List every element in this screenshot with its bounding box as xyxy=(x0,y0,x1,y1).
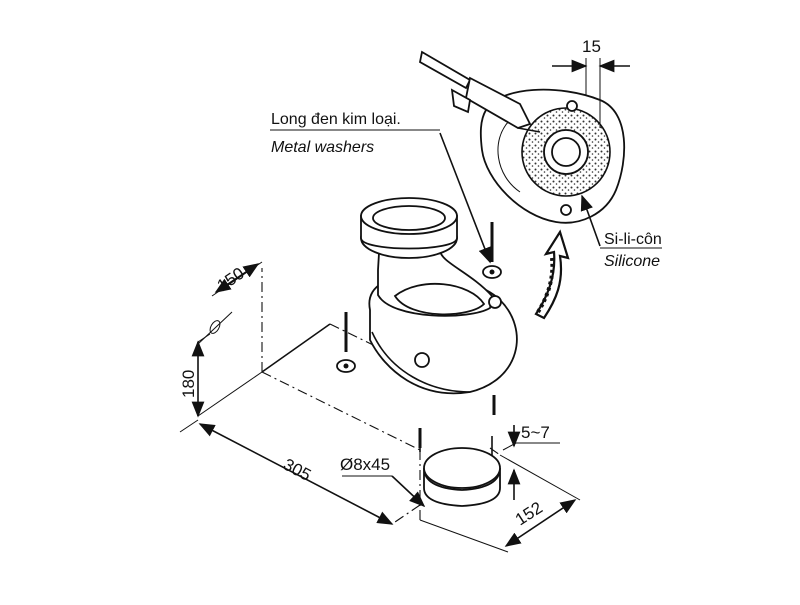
screw-left xyxy=(336,312,356,373)
dimension-180: 180 xyxy=(179,333,211,418)
dimension-180-label: 180 xyxy=(179,370,198,398)
dimension-5-7: 5~7 xyxy=(502,423,560,500)
silicone-label-en: Silicone xyxy=(604,253,660,270)
construction-lines xyxy=(179,268,501,523)
dimension-15: 15 xyxy=(552,37,630,128)
dimension-5-7-label: 5~7 xyxy=(521,423,550,442)
metal-washers-label-vi: Long đen kim loại. xyxy=(271,111,401,128)
metal-washers-label-en: Metal washers xyxy=(271,139,374,156)
outlet-pipe xyxy=(419,430,501,507)
dimension-305: 305 xyxy=(198,423,394,525)
dimension-152-label: 152 xyxy=(512,498,546,529)
dimension-150: 150 xyxy=(211,261,263,297)
silicone-callout: Si-li-côn Silicone xyxy=(580,194,662,270)
bolt-size-label: Ø8x45 xyxy=(340,455,390,474)
left-washer-marker xyxy=(209,320,221,334)
metal-washers-callout: Long đen kim loại. Metal washers xyxy=(270,111,491,264)
screw-right xyxy=(482,222,502,279)
pan-connector xyxy=(360,197,518,395)
detail-arrow xyxy=(534,229,570,320)
silicone-gun xyxy=(418,50,541,133)
silicone-label-vi: Si-li-côn xyxy=(604,231,662,248)
screw-lower-right xyxy=(418,395,496,448)
dimension-15-label: 15 xyxy=(582,37,601,56)
bolt-size-callout: Ø8x45 xyxy=(340,455,426,508)
